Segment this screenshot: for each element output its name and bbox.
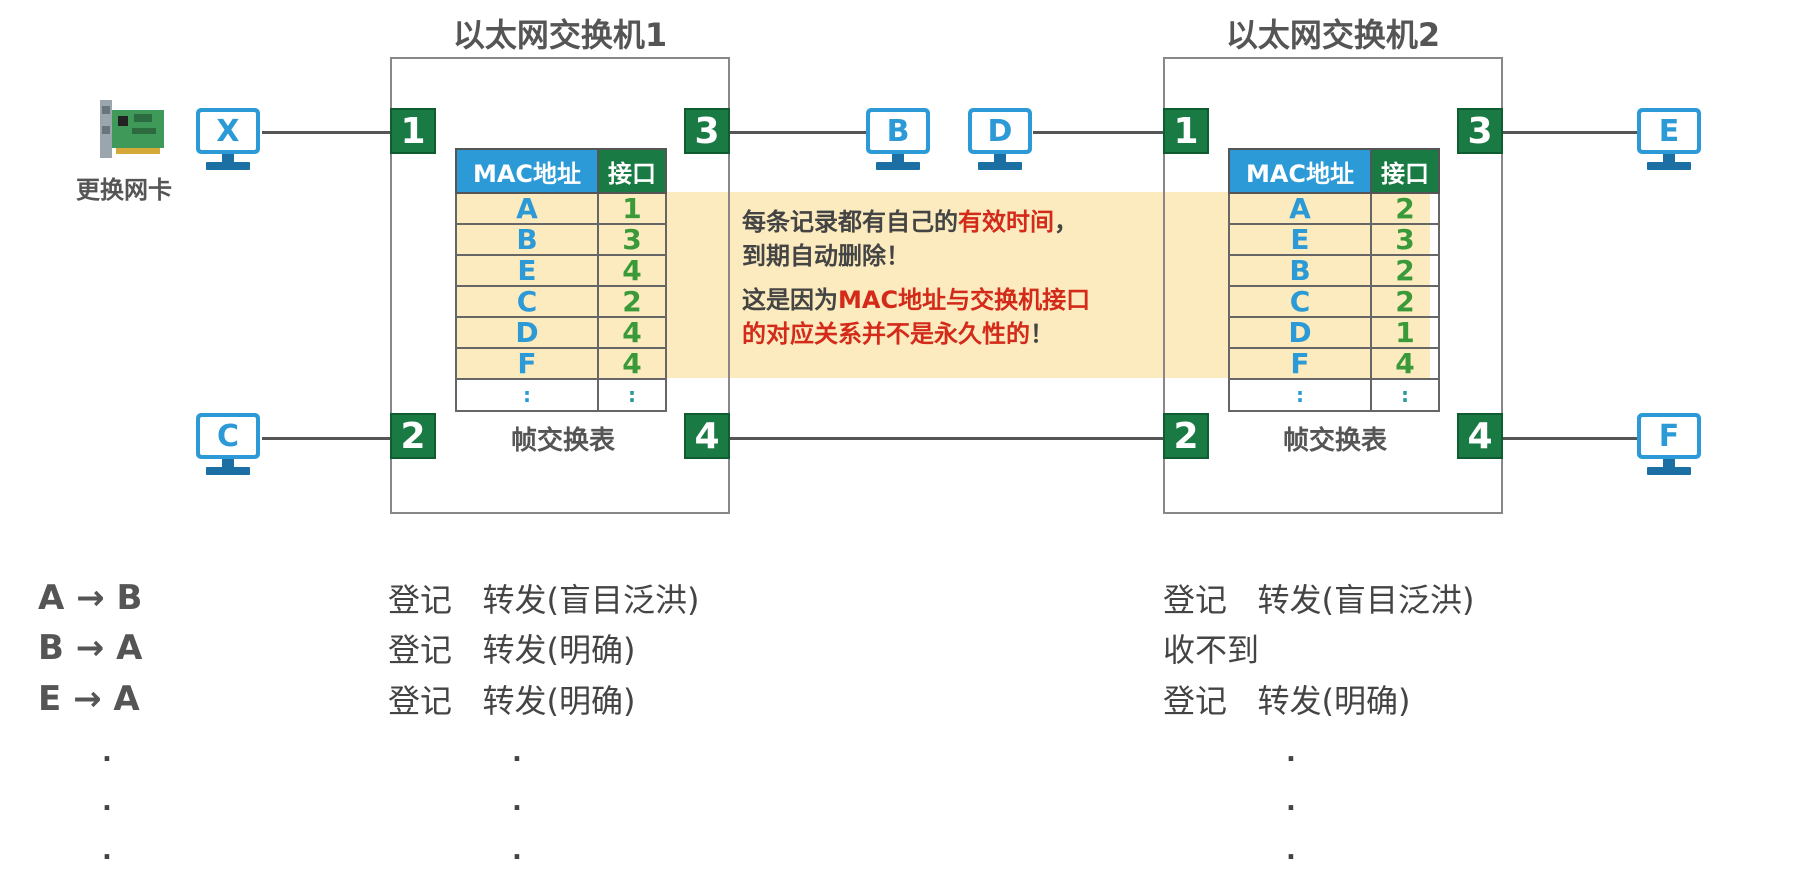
network-card-icon xyxy=(100,100,164,158)
note-line4-c: ！ xyxy=(1030,320,1054,348)
table-cell-mac: B xyxy=(1228,254,1372,287)
table-cell-mac: E xyxy=(1228,223,1372,256)
ellipsis-dot: . xyxy=(102,836,112,866)
table-ellipsis-cell: : xyxy=(455,378,599,412)
ellipsis-dot: . xyxy=(1286,738,1296,768)
table-ellipsis-cell: : xyxy=(597,378,667,412)
host-x-label: X xyxy=(200,112,256,150)
switch1-action: 登记 转发(盲目泛洪) xyxy=(388,581,700,619)
host-f-computer-icon[interactable]: F xyxy=(1635,413,1707,481)
note-line1-a: 每条记录都有自己的 xyxy=(742,208,958,236)
table-cell-mac: B xyxy=(455,223,599,256)
table-cell-port: 4 xyxy=(597,347,667,380)
switch1-action: 登记 转发(明确) xyxy=(388,631,636,669)
ellipsis-dot: . xyxy=(1286,787,1296,817)
switch2-port-3[interactable]: 3 xyxy=(1457,108,1503,154)
ellipsis-dot: . xyxy=(102,738,112,768)
table-cell-port: 4 xyxy=(1370,347,1440,380)
switch2-action: 收不到 xyxy=(1163,631,1260,669)
switch1-box xyxy=(390,57,730,514)
switch1-port-4[interactable]: 4 xyxy=(684,413,730,459)
frame-label: E → A xyxy=(38,679,140,719)
table-cell-mac: C xyxy=(1228,285,1372,318)
link-c-sw1p2 xyxy=(262,437,390,440)
table-cell-port: 3 xyxy=(597,223,667,256)
note-line1-b: 有效时间 xyxy=(958,208,1054,236)
link-x-sw1p1 xyxy=(262,131,390,134)
table-cell-port: 2 xyxy=(1370,192,1440,225)
switch1-port-1[interactable]: 1 xyxy=(390,108,436,154)
host-d-label: D xyxy=(972,112,1028,150)
switch2-port-4[interactable]: 4 xyxy=(1457,413,1503,459)
switch2-title: 以太网交换机2 xyxy=(1225,16,1441,54)
frame-label: A → B xyxy=(38,578,143,618)
table-cell-port: 4 xyxy=(597,254,667,287)
host-c-computer-icon[interactable]: C xyxy=(194,413,266,481)
table-ellipsis-cell: : xyxy=(1370,378,1440,412)
table-cell-mac: A xyxy=(1228,192,1372,225)
table-cell-port: 1 xyxy=(1370,316,1440,349)
note-line3-b: MAC地址与交换机接口 xyxy=(838,286,1091,314)
note-line4-b: 的对应关系并不是永久性的 xyxy=(742,320,1030,348)
host-b-label: B xyxy=(870,112,926,150)
host-f-label: F xyxy=(1641,417,1697,455)
table-cell-mac: F xyxy=(455,347,599,380)
note-line1-c: ， xyxy=(1054,208,1078,236)
ellipsis-dot: . xyxy=(1286,836,1296,866)
table-ellipsis-cell: : xyxy=(1228,378,1372,412)
table-cell-mac: A xyxy=(455,192,599,225)
host-e-label: E xyxy=(1641,112,1697,150)
ellipsis-dot: . xyxy=(512,836,522,866)
switch2-table-caption: 帧交换表 xyxy=(1282,426,1387,456)
host-c-label: C xyxy=(200,417,256,455)
switch1-port-2[interactable]: 2 xyxy=(390,413,436,459)
link-sw2p3-e xyxy=(1503,131,1641,134)
ellipsis-dot: . xyxy=(102,787,112,817)
switch2-action: 登记 转发(明确) xyxy=(1163,682,1411,720)
note-line2: 到期自动删除！ xyxy=(742,242,910,270)
switch1-title: 以太网交换机1 xyxy=(452,16,668,54)
switch1-table-caption: 帧交换表 xyxy=(510,426,615,456)
link-sw1p4-sw2p2 xyxy=(730,437,1163,440)
table-cell-mac: C xyxy=(455,285,599,318)
switch1-action: 登记 转发(明确) xyxy=(388,682,636,720)
ellipsis-dot: . xyxy=(512,738,522,768)
table-header-port: 接口 xyxy=(1370,148,1440,194)
ellipsis-dot: . xyxy=(512,787,522,817)
nic-label: 更换网卡 xyxy=(76,176,172,204)
table-cell-port: 3 xyxy=(1370,223,1440,256)
table-cell-mac: D xyxy=(455,316,599,349)
table-cell-mac: D xyxy=(1228,316,1372,349)
table-cell-mac: E xyxy=(455,254,599,287)
table-header-mac: MAC地址 xyxy=(1228,148,1372,194)
switch2-port-1[interactable]: 1 xyxy=(1163,108,1209,154)
expiry-note: 每条记录都有自己的有效时间， 到期自动删除！ 这是因为MAC地址与交换机接口 的… xyxy=(742,205,1090,351)
link-sw2p4-f xyxy=(1503,437,1641,440)
table-cell-port: 4 xyxy=(597,316,667,349)
link-sw1p3-b xyxy=(730,131,870,134)
host-d-computer-icon[interactable]: D xyxy=(966,108,1038,176)
table-cell-port: 2 xyxy=(1370,285,1440,318)
switch2-action: 登记 转发(盲目泛洪) xyxy=(1163,581,1475,619)
table-header-mac: MAC地址 xyxy=(455,148,599,194)
table-cell-port: 2 xyxy=(1370,254,1440,287)
switch2-box xyxy=(1163,57,1503,514)
frame-label: B → A xyxy=(38,628,143,668)
host-x-computer-icon[interactable]: X xyxy=(194,108,266,176)
link-d-sw2p1 xyxy=(1033,131,1163,134)
table-cell-port: 1 xyxy=(597,192,667,225)
switch1-port-3[interactable]: 3 xyxy=(684,108,730,154)
table-cell-port: 2 xyxy=(597,285,667,318)
host-b-computer-icon[interactable]: B xyxy=(864,108,936,176)
table-header-port: 接口 xyxy=(597,148,667,194)
switch2-port-2[interactable]: 2 xyxy=(1163,413,1209,459)
table-cell-mac: F xyxy=(1228,347,1372,380)
host-e-computer-icon[interactable]: E xyxy=(1635,108,1707,176)
note-line3-a: 这是因为 xyxy=(742,286,838,314)
